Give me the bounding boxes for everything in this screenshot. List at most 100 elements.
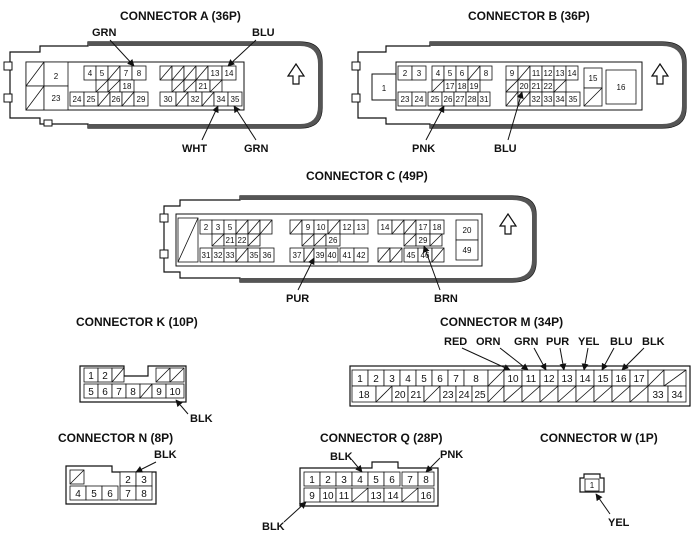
connector-a-row-top: 2 4 5 7 8 13 14 [25,61,237,87]
connector-w: CONNECTOR W (1P) 1 YEL [540,431,658,529]
connector-a-foot [43,119,53,127]
pin-label: 23 [442,390,454,401]
wire-label-orn: ORN [476,336,501,348]
pin-label: 4 [357,475,363,486]
pin-label: 10 [169,387,181,398]
pin-label: 10 [507,374,519,385]
pin-label: 16 [617,83,626,92]
connector-q-row-top: 1 2 3 4 5 6 7 8 [303,471,435,487]
pin-label: 11 [339,491,350,502]
pin-label: 8 [137,69,142,78]
pin-label: 26 [329,236,338,245]
pin-label: 41 [343,251,352,260]
pin-label: 18 [458,82,467,91]
wire-label-blk: BLK [642,336,665,348]
pin-label: 6 [389,475,395,486]
pin-label: 29 [419,236,428,245]
pin-label: 28 [468,95,477,104]
pin-label: 31 [480,95,489,104]
pin-label: 4 [75,489,81,500]
pin-label: 27 [456,95,465,104]
wire-label-blk: BLK [330,451,353,463]
pin-label: 18 [123,82,132,91]
pin-label: 37 [293,251,302,260]
pin-label: 33 [544,95,553,104]
pin-label: 9 [306,223,311,232]
connector-c: CONNECTOR C (49P) 2 3 5 9 10 12 13 [159,169,537,305]
pin-label: 13 [556,69,565,78]
pin-label: 22 [238,236,247,245]
pin-label: 5 [100,69,105,78]
pin-label: 31 [202,251,211,260]
connector-m-title: CONNECTOR M (34P) [440,315,563,329]
pin-label: 24 [73,95,82,104]
pin-label: 9 [309,491,315,502]
pin-label: 33 [226,251,235,260]
pin-label: 35 [569,95,578,104]
connector-a: CONNECTOR A (36P) 2 4 5 7 8 [3,9,323,155]
pin-label: 2 [325,475,331,486]
pin-label: 2 [125,475,131,486]
pin-label: 35 [231,95,240,104]
pin-cell [371,73,397,101]
pin-label: 21 [226,236,235,245]
wire-label-blk-2: BLK [262,521,285,533]
pin-label: 16 [615,374,627,385]
connector-c-row-bot: 31 32 33 35 36 37 39 40 41 42 45 [199,247,445,263]
pin-label: 25 [87,95,96,104]
pin-label: 3 [341,475,347,486]
pin-label: 34 [556,95,565,104]
wire-label-pnk: PNK [440,449,463,461]
pin-label: 22 [544,82,553,91]
wire-label-blk: BLK [190,413,213,425]
pin-label: 1 [590,481,595,490]
pin-label: 33 [652,390,664,401]
pin-label: 40 [328,251,337,260]
pin-label: 24 [415,95,424,104]
connector-a-row-mid: 18 21 [95,79,223,93]
pin-label: 21 [410,390,422,401]
connector-c-ear [159,249,169,259]
pin-label: 7 [453,374,459,385]
connector-b: CONNECTOR B (36P) 1 2 3 4 5 6 8 9 11 [351,9,687,155]
pin-label: 8 [423,475,429,486]
pin-label: 6 [437,374,443,385]
connector-b-ear [351,61,361,71]
wire-label-wht: WHT [182,143,207,155]
pin-label: 4 [405,374,411,385]
pin-label: 13 [211,69,220,78]
pin-label: 12 [343,223,352,232]
pin-label: 17 [419,223,428,232]
pin-label: 10 [317,223,326,232]
connector-c-row-mid: 21 22 26 29 [211,233,443,247]
pin-label: 1 [88,371,94,382]
pin-label: 25 [431,95,440,104]
pin-label: 30 [164,95,173,104]
pin-label: 4 [436,69,441,78]
pin-label: 21 [532,82,541,91]
connector-b-row-bot: 23 24 25 26 27 28 31 32 33 34 35 [397,91,581,107]
connector-q: CONNECTOR Q (28P) 1 2 3 4 5 6 7 8 9 10 [262,431,463,533]
pin-label: 12 [544,69,553,78]
pin-label: 5 [88,387,94,398]
pin-label: 34 [217,95,226,104]
pin-label: 7 [125,489,131,500]
pin-label: 35 [250,251,259,260]
orientation-arrow-icon [498,212,518,235]
pin-label: 32 [191,95,200,104]
orientation-arrow-icon [650,62,670,85]
wire-label-pur: PUR [286,293,309,305]
pin-label: 7 [116,387,122,398]
pin-label: 26 [444,95,453,104]
connector-k-title: CONNECTOR K (10P) [76,315,198,329]
pin-label: 49 [463,246,472,255]
wire-label-blu: BLU [494,143,517,155]
pin-label: 8 [484,69,489,78]
wire-label-pnk: PNK [412,143,435,155]
pin-label: 5 [228,223,233,232]
pin-label: 46 [421,251,430,260]
connector-n: CONNECTOR N (8P) 2 3 4 5 6 7 8 BLK [58,431,177,505]
pin-label: 39 [316,251,325,260]
pin-label: 2 [373,374,379,385]
pin-label: 5 [91,489,97,500]
